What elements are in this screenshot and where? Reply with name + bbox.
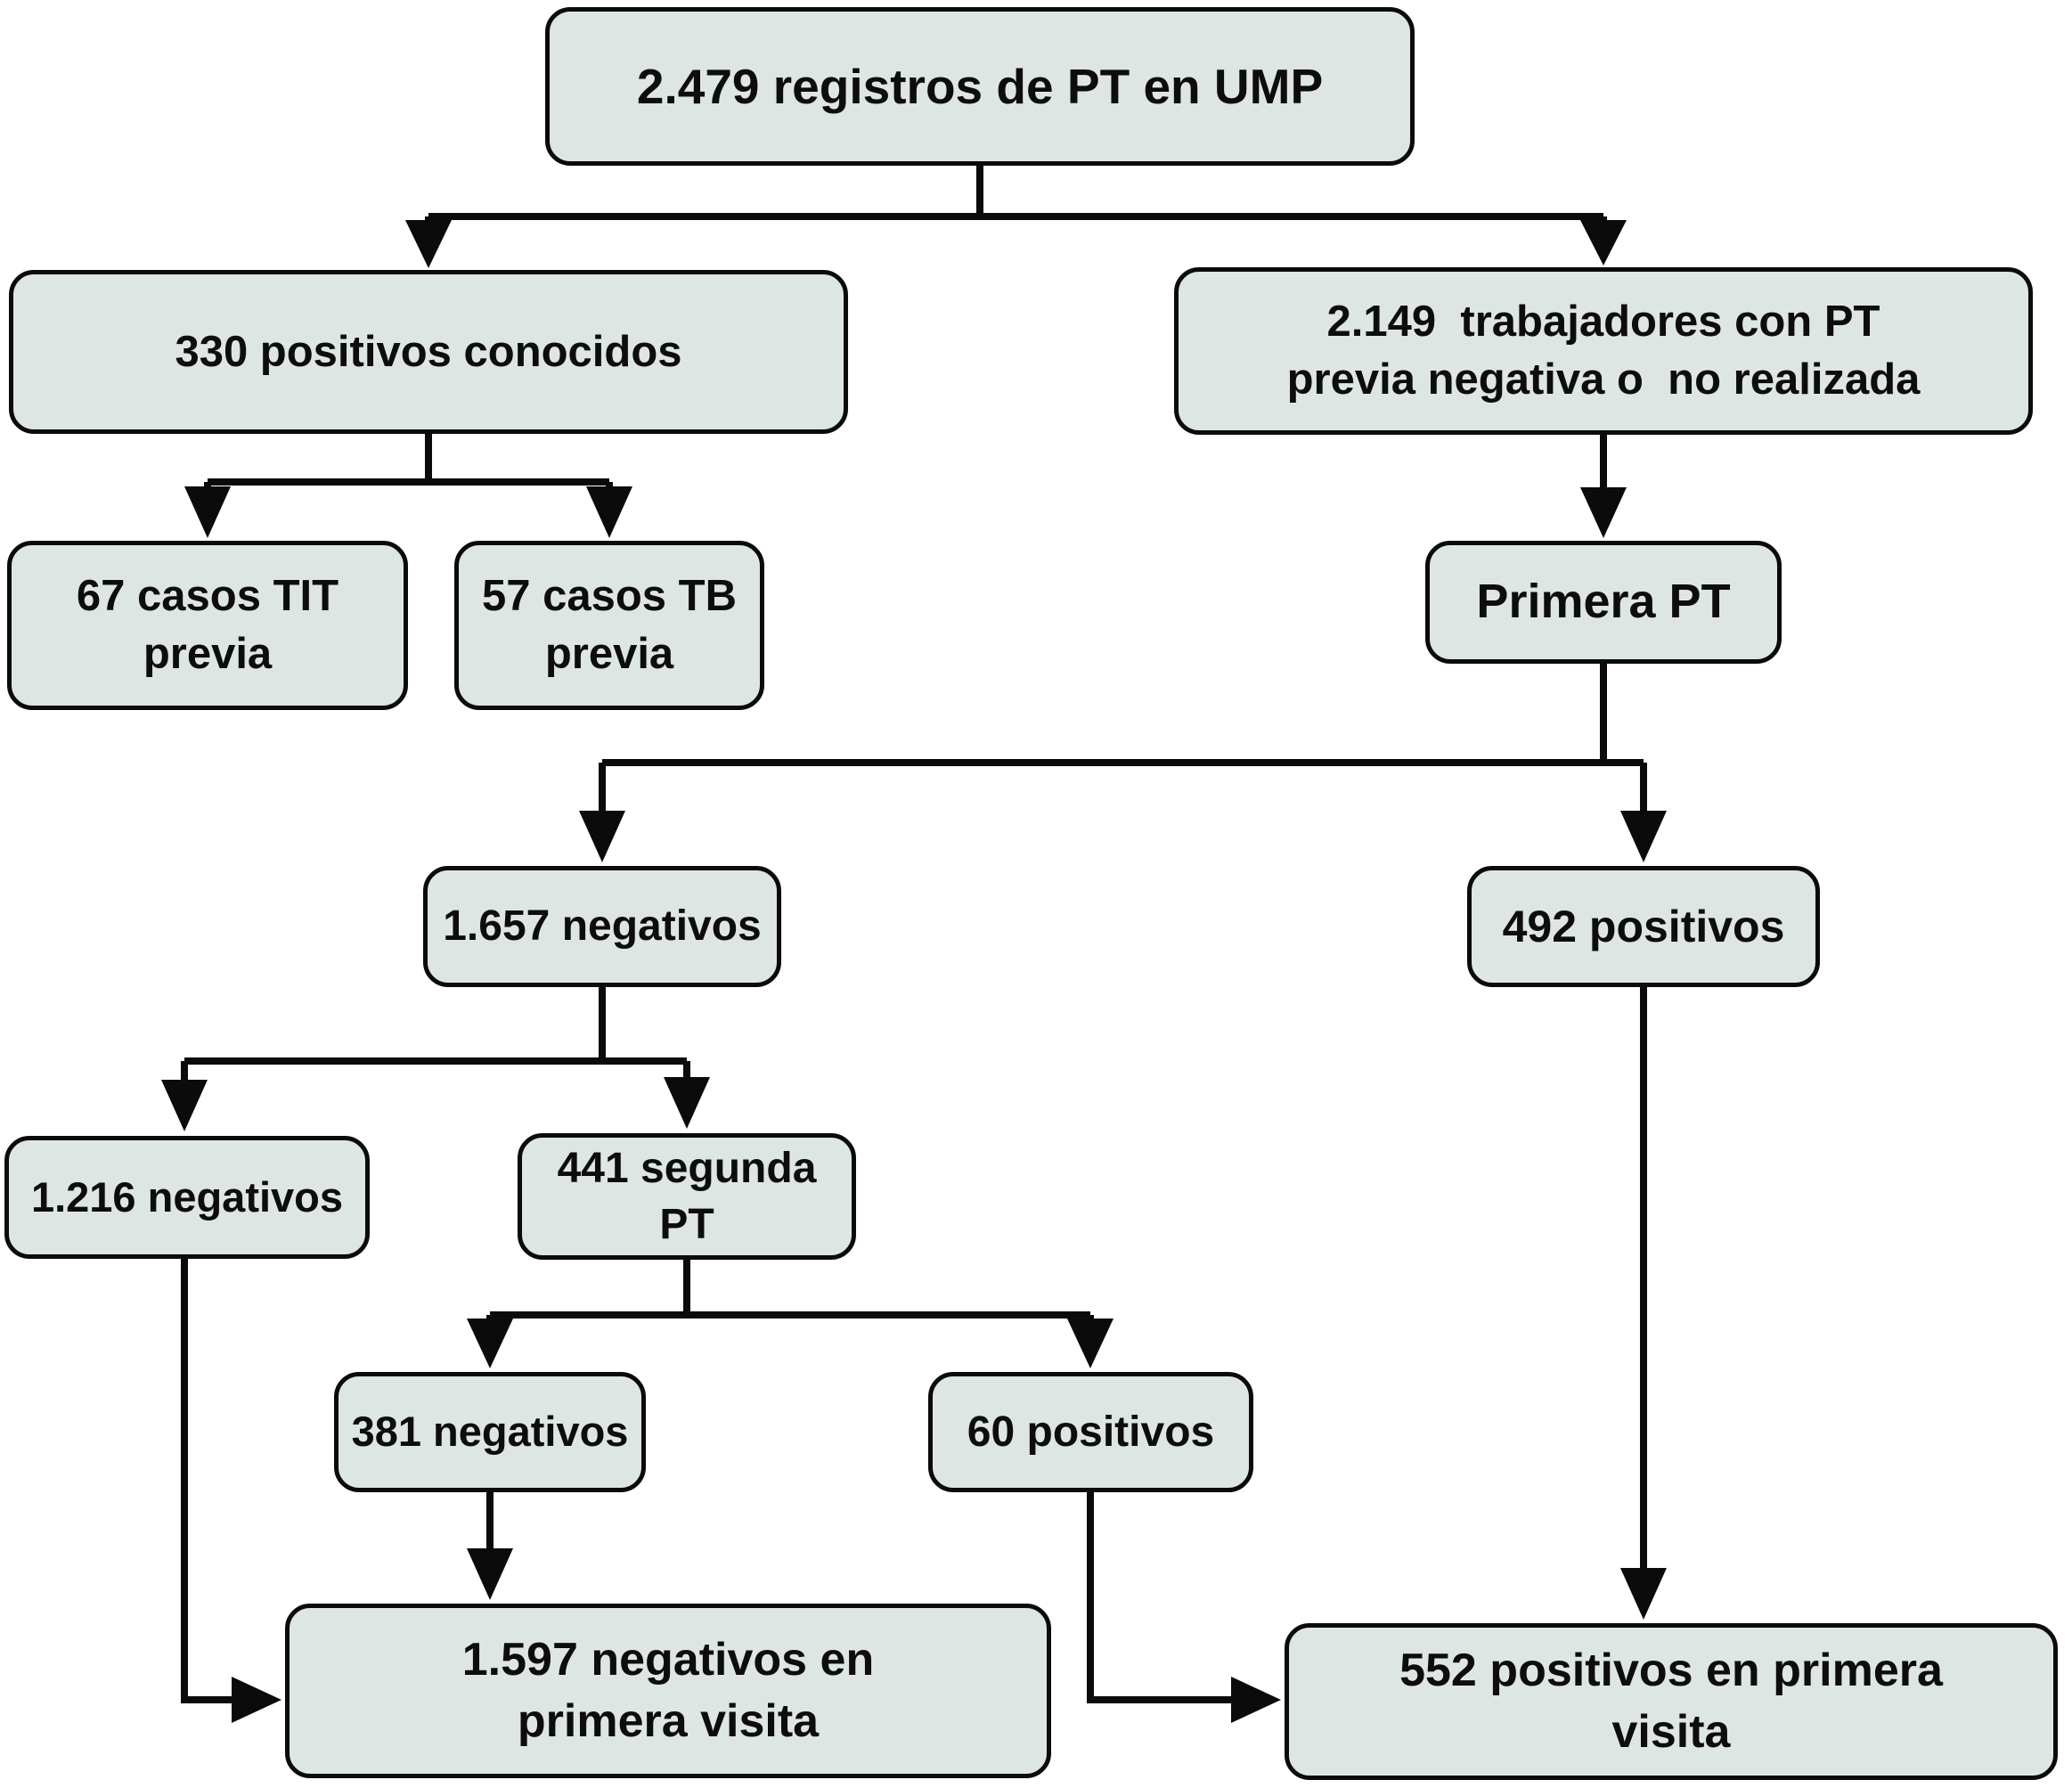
- connector-neg1657-split: [181, 987, 690, 1082]
- node-negativos-primera-visita-1597: 1.597 negativos en primera visita: [285, 1604, 1051, 1778]
- connector-neg1216-elbow: [181, 1259, 233, 1703]
- node-positivos-primera-visita-552: 552 positivos en primera visita: [1285, 1623, 2058, 1780]
- arrowhead-side-into-positivos-552: [1231, 1677, 1281, 1723]
- connector-conocidos-split: [204, 434, 613, 487]
- node-trabajadores-pt-previa: 2.149 trabajadores con PT previa negativ…: [1174, 267, 2033, 435]
- arrowhead-side-into-negativos-1597: [232, 1677, 281, 1723]
- connector-pos60-elbow: [1087, 1492, 1233, 1703]
- node-positivos-492: 492 positivos: [1467, 866, 1820, 987]
- connector-segunda-split: [486, 1260, 1094, 1320]
- arrowhead-into-casos-tit: [184, 486, 231, 538]
- node-negativos-1216: 1.216 negativos: [4, 1136, 370, 1259]
- arrowhead-into-negativos-1216: [161, 1080, 208, 1131]
- node-casos-tit-previa: 67 casos TIT previa: [7, 541, 408, 710]
- node-positivos-60: 60 positivos: [928, 1372, 1253, 1492]
- arrowhead-into-positivos-552: [1620, 1568, 1667, 1620]
- arrowhead-into-negativos-1597: [467, 1548, 513, 1600]
- arrowhead-into-casos-tb: [586, 486, 632, 538]
- node-registros-ump: 2.479 registros de PT en UMP: [545, 7, 1415, 166]
- node-segunda-pt-441: 441 segunda PT: [518, 1133, 856, 1260]
- node-negativos-1657: 1.657 negativos: [423, 866, 781, 987]
- arrowhead-into-primera-pt: [1580, 487, 1627, 538]
- arrowhead-into-negativos-1657: [579, 811, 625, 862]
- node-negativos-381: 381 negativos: [334, 1372, 646, 1492]
- arrowhead-into-positivos-conocidos: [405, 220, 452, 268]
- arrowhead-into-positivos-492: [1620, 811, 1667, 862]
- connector-registros-split: [425, 166, 1607, 222]
- arrowhead-into-trabajadores: [1580, 220, 1627, 265]
- arrowhead-into-negativos-381: [467, 1319, 513, 1368]
- node-positivos-conocidos: 330 positivos conocidos: [9, 270, 848, 434]
- arrowhead-into-positivos-60: [1067, 1319, 1113, 1368]
- node-primera-pt: Primera PT: [1425, 541, 1782, 664]
- connector-primera-split: [599, 664, 1647, 814]
- node-casos-tb-previa: 57 casos TB previa: [454, 541, 764, 710]
- arrowhead-into-segunda-pt: [664, 1077, 710, 1129]
